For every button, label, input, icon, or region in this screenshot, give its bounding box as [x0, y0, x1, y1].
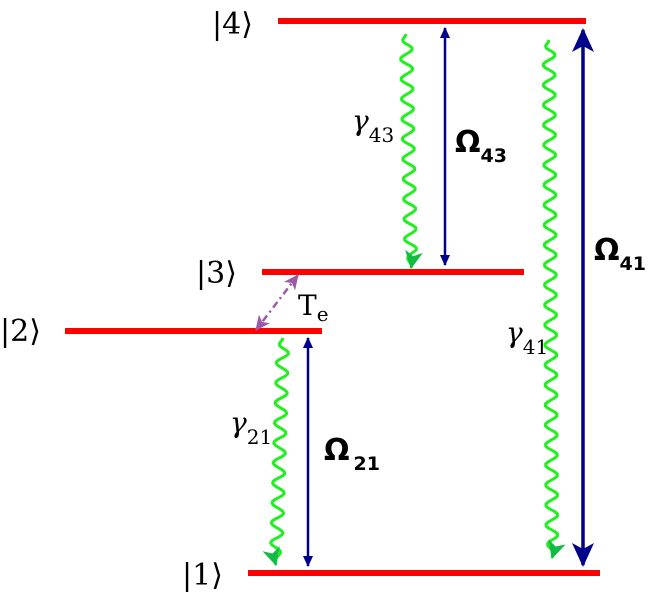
gamma-43-wavy-arrow: [399, 33, 423, 269]
level-1-label: |1⟩: [182, 558, 223, 593]
level-2-label: |2⟩: [0, 314, 41, 349]
omega-43-label: Ω43: [455, 125, 507, 167]
gamma-21-wavy-arrow: [262, 337, 290, 566]
gamma-41-wavy-arrow: [541, 39, 566, 559]
gamma-43-label: γ43: [352, 104, 394, 147]
level-4-label: |4⟩: [212, 7, 253, 42]
tunneling-label: Te: [298, 289, 329, 326]
level-3-label: |3⟩: [196, 256, 237, 291]
omega-41-label: Ω41: [594, 233, 646, 275]
gamma-41-label: γ41: [506, 316, 548, 359]
gamma-21-label: γ21: [230, 406, 272, 449]
tunneling-arrow: [255, 274, 299, 331]
